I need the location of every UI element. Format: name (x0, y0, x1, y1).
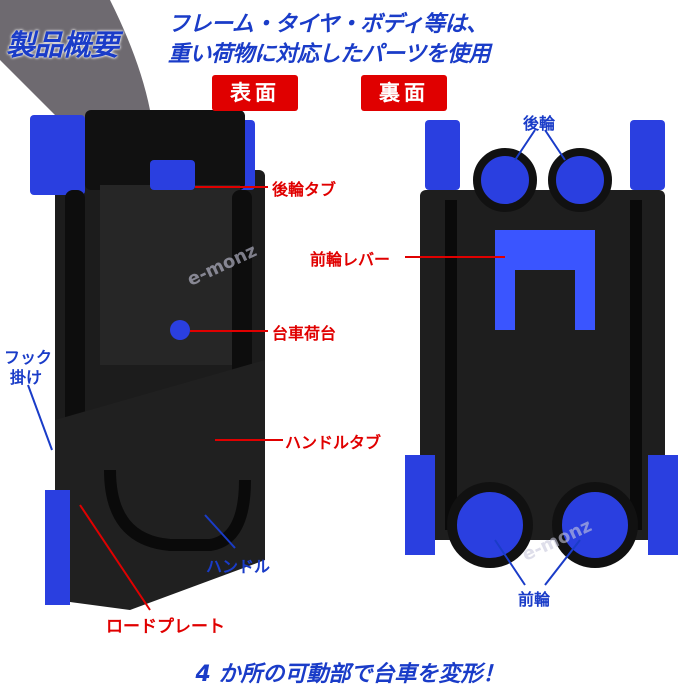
label-load-plate: ロードプレート (106, 617, 225, 637)
label-hook-line2: 掛け (10, 368, 43, 387)
headline-line1: フレーム・タイヤ・ボディ等は、 (168, 12, 488, 37)
label-front-wheel: 前輪 (518, 590, 551, 609)
footer-caption: 4 か所の可動部で台車を変形！ (195, 662, 505, 687)
label-hook: フック 掛け (4, 348, 52, 388)
label-front-wheel-lever: 前輪レバー (310, 250, 391, 269)
section-title: 製品概要 (6, 28, 119, 62)
label-cart-deck: 台車荷台 (272, 324, 337, 343)
label-rear-wheel-tab: 後輪タブ (272, 180, 337, 199)
front-cart-image (30, 110, 265, 610)
callout-lines (79, 186, 505, 611)
front-view-badge: 表面 (212, 75, 298, 111)
label-handle-tab: ハンドルタブ (285, 433, 382, 452)
label-hook-line1: フック (4, 348, 53, 367)
label-rear-wheel: 後輪 (523, 114, 556, 133)
back-cart-image (405, 120, 678, 568)
headline: フレーム・タイヤ・ボディ等は、 重い荷物に対応したパーツを使用 (168, 10, 491, 70)
headline-line2: 重い荷物に対応したパーツを使用 (168, 42, 491, 67)
callout-lines-blue (27, 129, 581, 586)
label-handle: ハンドル (206, 557, 271, 576)
back-view-badge: 裏面 (361, 75, 447, 111)
